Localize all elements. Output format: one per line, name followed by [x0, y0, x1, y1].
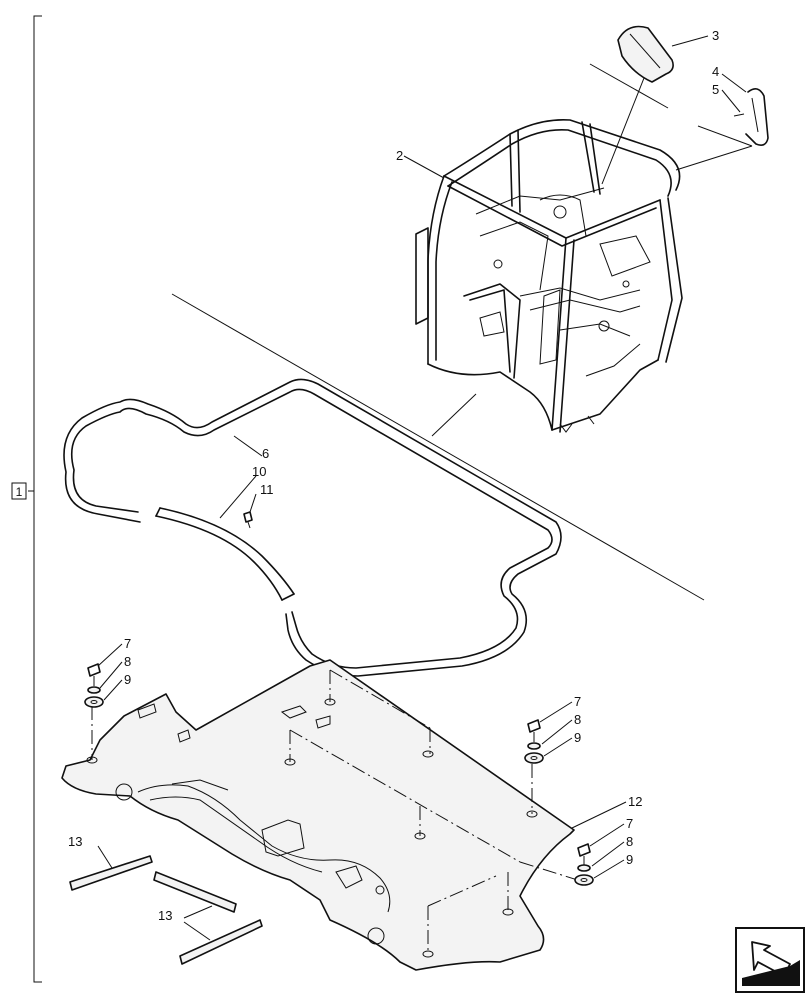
assembly-ref-box — [11, 482, 27, 500]
assembly-ref-label: 1 — [16, 485, 23, 499]
arrow-down-left-icon[interactable] — [735, 927, 805, 993]
callout-3: 3 — [712, 28, 719, 43]
callout-6: 6 — [262, 446, 269, 461]
callout-2: 2 — [396, 148, 403, 163]
callout-7-left: 7 — [124, 636, 131, 651]
callout-9-lower: 9 — [626, 852, 633, 867]
callout-13-top: 13 — [68, 834, 82, 849]
callouts: 2 3 4 5 6 10 11 7 8 9 7 8 9 12 7 8 9 13 … — [68, 28, 719, 923]
reference-lines — [171, 63, 753, 601]
callout-9-left: 9 — [124, 672, 131, 687]
callout-8-lower: 8 — [626, 834, 633, 849]
callout-8-left: 8 — [124, 654, 131, 669]
callout-8-right: 8 — [574, 712, 581, 727]
part-floor-plate — [61, 659, 627, 971]
callout-4: 4 — [712, 64, 719, 79]
fastener-set-left — [84, 643, 123, 708]
part-cover — [617, 25, 709, 83]
part-seal — [63, 378, 562, 677]
fastener-set-lower — [574, 823, 625, 886]
callout-7-right: 7 — [574, 694, 581, 709]
callout-11: 11 — [260, 482, 274, 497]
part-strips — [69, 845, 263, 965]
callout-13-bottom: 13 — [158, 908, 172, 923]
callout-12: 12 — [628, 794, 642, 809]
callout-10: 10 — [252, 464, 266, 479]
part-cab-frame — [403, 118, 683, 433]
part-seal-strip — [155, 475, 295, 601]
callout-5: 5 — [712, 82, 719, 97]
assembly-bracket: 1 — [11, 15, 42, 983]
callout-9-right: 9 — [574, 730, 581, 745]
callout-7-lower: 7 — [626, 816, 633, 831]
part-screw-11 — [243, 493, 257, 529]
part-handle — [721, 73, 769, 146]
alignment-lines — [91, 669, 585, 954]
fastener-set-right — [524, 701, 573, 764]
